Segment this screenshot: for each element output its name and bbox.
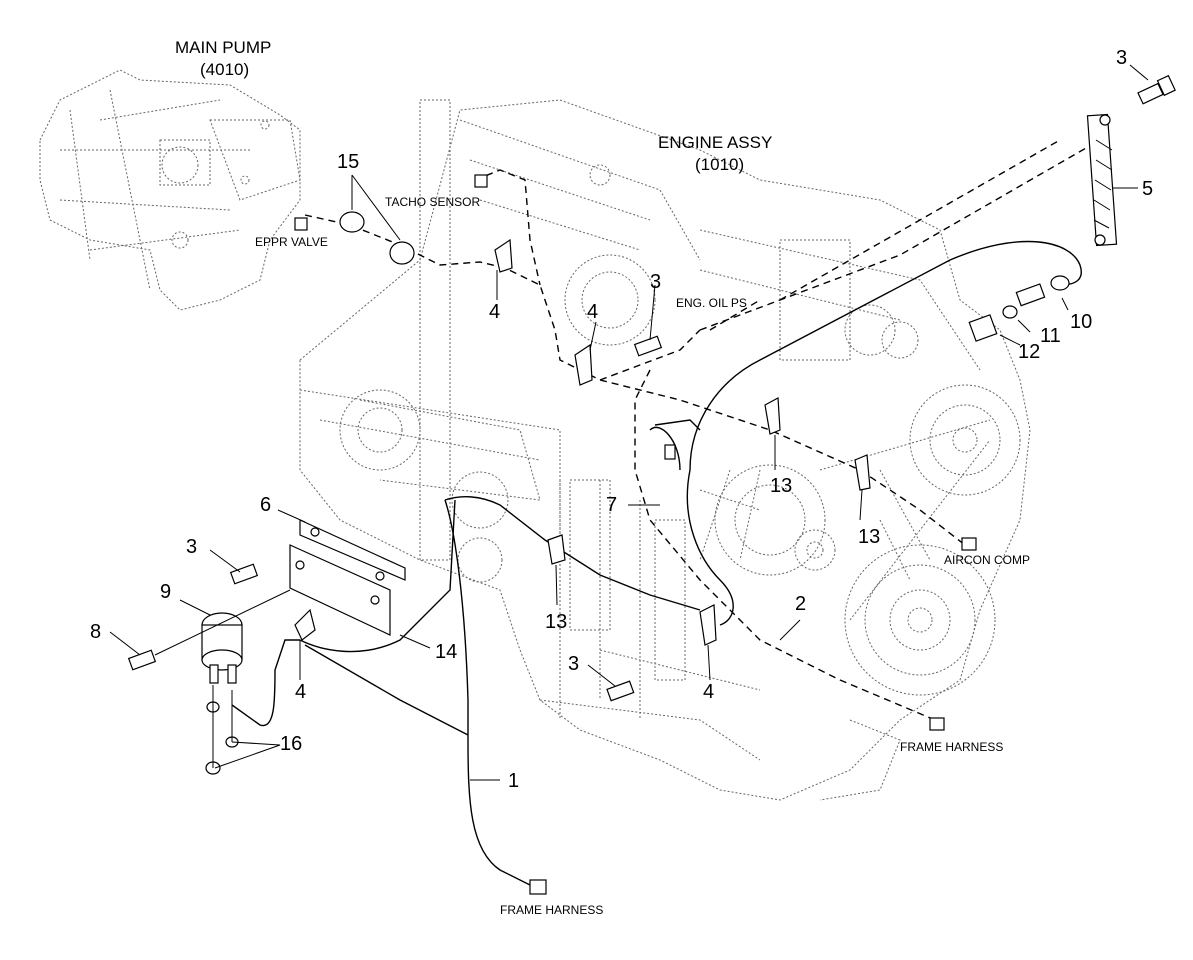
- clips: [294, 211, 871, 646]
- callout-3: 3: [568, 653, 579, 675]
- callout-12: 12: [1018, 341, 1040, 363]
- callout-4: 4: [489, 301, 500, 323]
- callout-6: 6: [260, 494, 271, 516]
- callout-15: 15: [337, 151, 359, 173]
- part-6-bracket: [289, 519, 406, 636]
- frame-harness-right-label: FRAME HARNESS: [900, 740, 1003, 754]
- callout-13: 13: [770, 475, 792, 497]
- tacho-sensor-label: TACHO SENSOR: [385, 195, 480, 209]
- callout-1: 1: [508, 770, 519, 792]
- diagram-titles: MAIN PUMP (4010) ENGINE ASSY (1010): [175, 38, 772, 174]
- callout-9: 9: [160, 581, 171, 603]
- callout-11: 11: [1040, 325, 1061, 347]
- engine-assy-title: ENGINE ASSY: [658, 133, 772, 152]
- main-pump-code: (4010): [200, 60, 249, 79]
- callout-2: 2: [795, 593, 806, 615]
- eng-oil-ps-label: ENG. OIL PS: [676, 296, 747, 310]
- callout-3: 3: [186, 536, 197, 558]
- component-labels: TACHO SENSOR EPPR VALVE ENG. OIL PS AIRC…: [255, 195, 1030, 917]
- main-pump-title: MAIN PUMP: [175, 38, 271, 57]
- aircon-comp-label: AIRCON COMP: [944, 553, 1030, 567]
- part-5-ground-strap: [1086, 113, 1118, 247]
- dashed-harness: [304, 139, 1101, 721]
- parts-10-11-12: [968, 275, 1070, 342]
- callout-13: 13: [858, 526, 880, 548]
- callout-7: 7: [606, 494, 617, 516]
- callout-3: 3: [650, 271, 661, 293]
- bolts: [127, 335, 663, 702]
- part-9-relay: [201, 612, 243, 684]
- eppr-valve-label: EPPR VALVE: [255, 235, 328, 249]
- callout-8: 8: [90, 621, 101, 643]
- callout-3: 3: [1116, 47, 1127, 69]
- callout-4: 4: [703, 681, 714, 703]
- part-3-top-bolt: [1137, 74, 1176, 105]
- engine-assy-code: (1010): [695, 155, 744, 174]
- engine-outline: [299, 99, 1031, 801]
- callout-16: 16: [280, 733, 302, 755]
- callout-numbers: 3 5 15 4 4 3 10 11 12 13 13 13 7 6 3 9 8…: [90, 47, 1153, 792]
- callout-10: 10: [1070, 311, 1092, 333]
- connectors: [294, 174, 977, 895]
- callout-4: 4: [295, 681, 306, 703]
- frame-harness-bottom-label: FRAME HARNESS: [500, 903, 603, 917]
- solid-harness: [299, 240, 1082, 886]
- callout-4: 4: [587, 301, 598, 323]
- callout-5: 5: [1142, 178, 1153, 200]
- leader-lines: [109, 64, 1149, 781]
- main-pump-outline: [39, 69, 301, 311]
- callout-13: 13: [545, 611, 567, 633]
- callout-14: 14: [435, 641, 457, 663]
